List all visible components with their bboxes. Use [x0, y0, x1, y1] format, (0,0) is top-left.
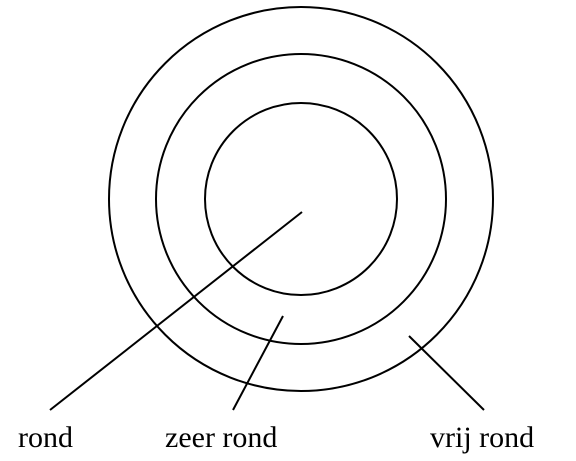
label-vrij-rond: vrij rond	[430, 421, 535, 454]
outer-circle	[108, 6, 494, 392]
label-rond: rond	[18, 421, 73, 454]
pointer-line-zeer-rond	[232, 315, 284, 411]
label-zeer-rond: zeer rond	[165, 421, 278, 454]
pointer-line-rond	[49, 211, 303, 411]
pointer-line-vrij-rond	[408, 335, 485, 411]
middle-circle	[155, 53, 447, 345]
inner-circle	[204, 102, 398, 296]
